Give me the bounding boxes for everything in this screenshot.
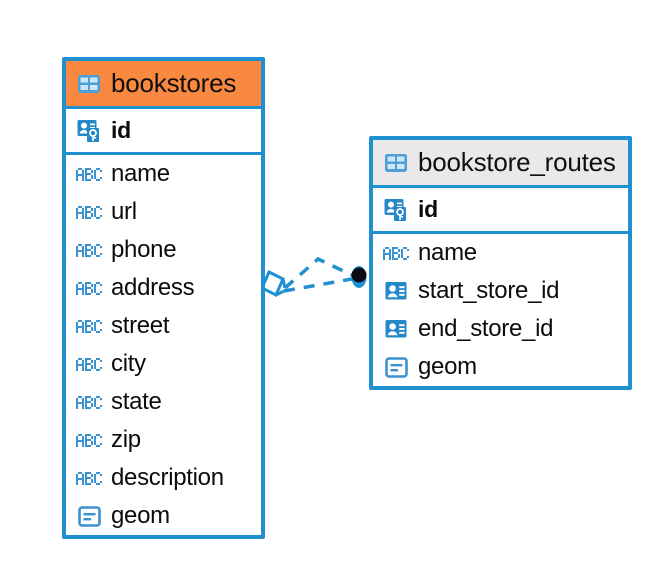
primary-key-icon [76, 118, 102, 144]
field-row-url[interactable]: url [66, 193, 261, 231]
field-row-geom[interactable]: geom [66, 497, 261, 535]
field-label-phone: phone [111, 236, 177, 263]
abc-text-icon [383, 240, 409, 266]
field-row-geom[interactable]: geom [373, 348, 628, 386]
field-row-id[interactable]: id [373, 188, 628, 234]
field-label-end-store-id: end_store_id [418, 315, 554, 342]
foreign-key-icon [383, 278, 409, 304]
field-label-city: city [111, 350, 146, 377]
abc-text-icon [76, 351, 102, 377]
primary-key-icon [383, 197, 409, 223]
field-label-name: name [111, 160, 170, 187]
field-label-start-store-id: start_store_id [418, 277, 560, 304]
entity-header-bookstore-routes[interactable]: bookstore_routes [373, 140, 628, 188]
relationship-line-arched[interactable] [283, 256, 355, 290]
field-row-city[interactable]: city [66, 345, 261, 383]
field-label-geom: geom [111, 502, 170, 529]
abc-text-icon [76, 275, 102, 301]
field-label-geom: geom [418, 353, 477, 380]
field-label-state: state [111, 388, 162, 415]
abc-text-icon [76, 313, 102, 339]
field-row-id[interactable]: id [66, 109, 261, 155]
entity-table-bookstore-routes[interactable]: bookstore_routes [369, 136, 632, 390]
field-label-street: street [111, 312, 170, 339]
field-row-end-store-id[interactable]: end_store_id [373, 310, 628, 348]
geometry-blob-icon [76, 503, 102, 529]
entity-title-bookstores: bookstores [111, 68, 237, 98]
field-row-phone[interactable]: phone [66, 231, 261, 269]
abc-text-icon [76, 237, 102, 263]
field-row-zip[interactable]: zip [66, 421, 261, 459]
field-label-id: id [111, 117, 131, 143]
field-row-street[interactable]: street [66, 307, 261, 345]
field-label-url: url [111, 198, 137, 225]
field-row-description[interactable]: description [66, 459, 261, 497]
field-row-state[interactable]: state [66, 383, 261, 421]
entity-field-list-bookstores: id [66, 109, 261, 535]
entity-field-list-bookstore-routes: id [373, 188, 628, 386]
filled-circle-marker [351, 266, 367, 288]
abc-text-icon [76, 389, 102, 415]
table-grid-icon [383, 150, 409, 176]
abc-text-icon [76, 161, 102, 187]
field-row-start-store-id[interactable]: start_store_id [373, 272, 628, 310]
entity-table-bookstores[interactable]: bookstores [62, 57, 265, 539]
field-label-address: address [111, 274, 195, 301]
field-label-zip: zip [111, 426, 141, 453]
abc-text-icon [76, 199, 102, 225]
table-grid-icon [76, 71, 102, 97]
field-label-description: description [111, 464, 224, 491]
field-row-name[interactable]: name [373, 234, 628, 272]
entity-title-bookstore-routes: bookstore_routes [418, 147, 616, 177]
abc-text-icon [76, 427, 102, 453]
crows-foot-diamond-marker [260, 269, 287, 298]
abc-text-icon [76, 465, 102, 491]
field-label-id: id [418, 196, 438, 222]
field-row-name[interactable]: name [66, 155, 261, 193]
geometry-blob-icon [383, 354, 409, 380]
foreign-key-icon [383, 316, 409, 342]
entity-header-bookstores[interactable]: bookstores [66, 61, 261, 109]
relationship-line-straight[interactable] [283, 277, 353, 293]
field-label-name: name [418, 239, 477, 266]
field-row-address[interactable]: address [66, 269, 261, 307]
